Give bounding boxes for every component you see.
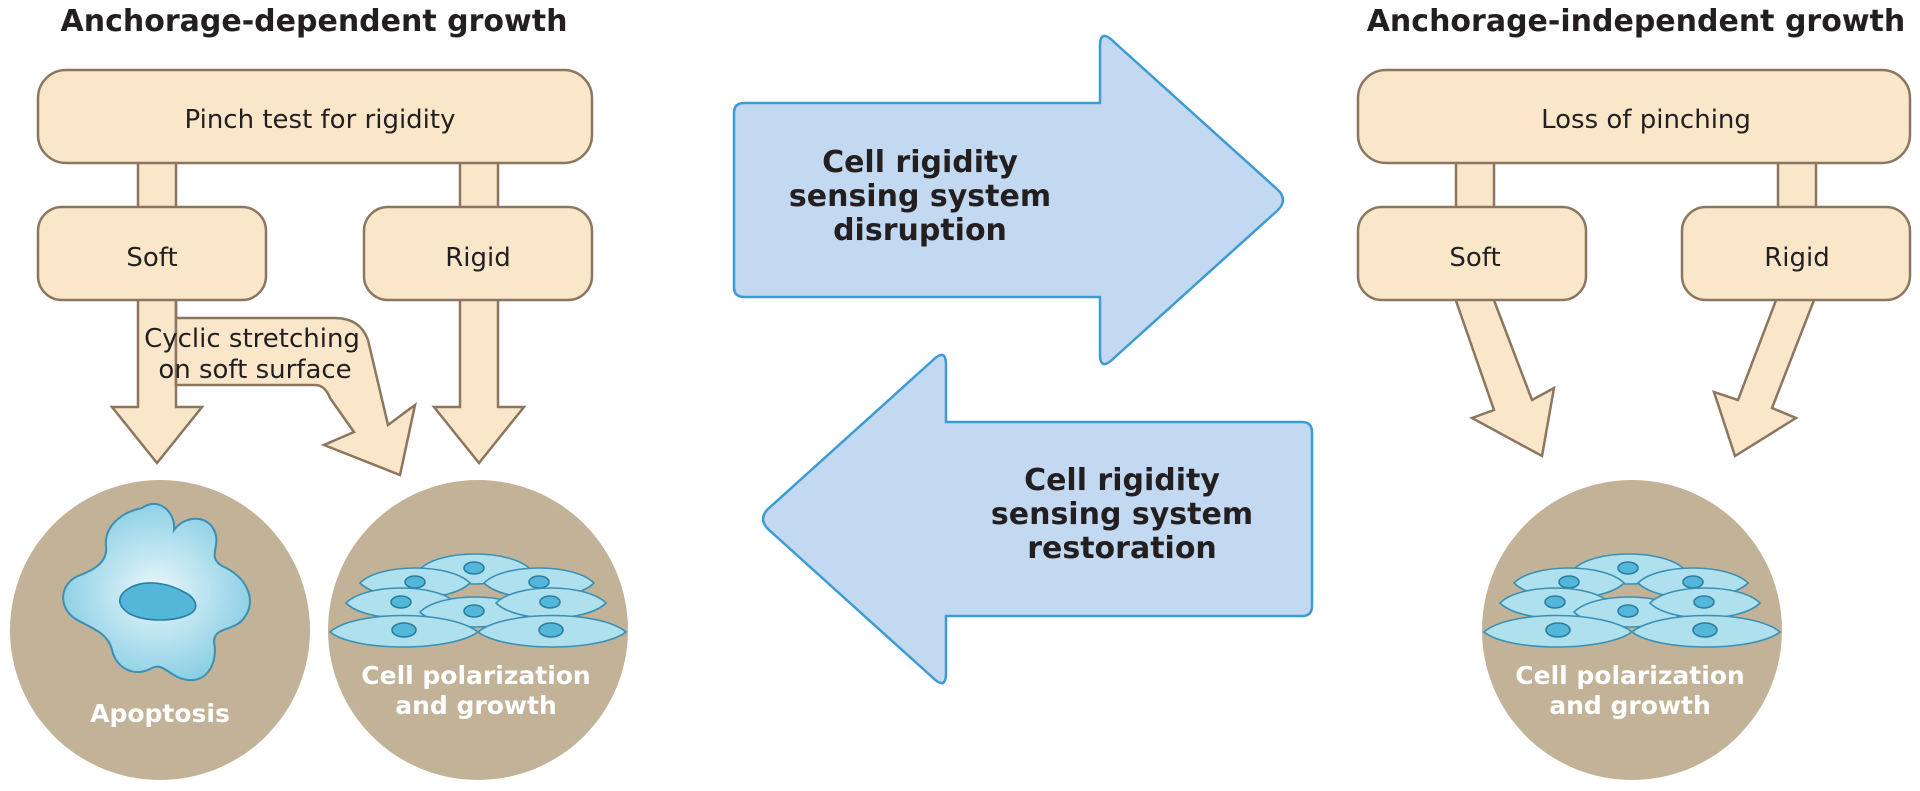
cell-layer-icon: [328, 553, 628, 648]
pinch-test-label: Pinch test for rigidity: [184, 105, 455, 135]
right-soft-box: [1356, 205, 1588, 302]
apoptosis-label: Apoptosis: [90, 699, 230, 728]
nucleus-icon: [1544, 595, 1566, 609]
nucleus-icon: [538, 622, 564, 638]
nucleus-icon: [539, 595, 561, 609]
right-soft-label: Soft: [1449, 243, 1500, 273]
left-growth-label-line1: Cell polarization: [361, 661, 590, 690]
pinch-test-box: [36, 68, 594, 165]
nucleus-icon: [1545, 622, 1571, 638]
right-growth-label-line2: and growth: [1549, 691, 1711, 720]
right-panel-title: Anchorage-independent growth: [1367, 4, 1906, 39]
stem-to-rigid: [458, 156, 500, 212]
left-growth-label-line2: and growth: [395, 691, 557, 720]
arrow-stretch-to-growth: [174, 295, 417, 477]
right-panel: Anchorage-independent growth Loss of pin…: [1356, 4, 1912, 780]
right-rigid-box: [1680, 205, 1912, 302]
right-stem-to-rigid: [1776, 156, 1818, 212]
nucleus-icon: [463, 604, 485, 618]
left-panel: Anchorage-dependent growth Pinch test fo…: [10, 4, 628, 780]
loss-of-pinching-box: [1356, 68, 1912, 165]
disruption-label-line2: sensing system: [789, 179, 1051, 214]
center-arrows: Cell rigidity sensing system disruption …: [732, 34, 1314, 685]
left-panel-title: Anchorage-dependent growth: [61, 4, 568, 39]
right-growth-circle: [1482, 480, 1782, 780]
rigid-box: [362, 205, 594, 302]
stem-to-soft: [136, 156, 178, 212]
right-stem-to-soft: [1454, 156, 1496, 212]
nucleus-icon: [528, 575, 550, 589]
right-arrow-soft-to-growth: [1452, 293, 1556, 458]
nucleus-icon: [1692, 622, 1718, 638]
nucleus-icon: [1617, 604, 1639, 618]
stretch-label-line1: Cyclic stretching: [144, 324, 360, 354]
nucleus-icon: [1617, 561, 1639, 575]
disruption-label-line1: Cell rigidity: [822, 145, 1018, 180]
restoration-arrow: [761, 353, 1314, 685]
apoptotic-nucleus-icon: [118, 582, 197, 621]
right-growth-label-line1: Cell polarization: [1515, 661, 1744, 690]
stretch-label-line2: on soft surface: [158, 355, 351, 385]
restoration-label-line3: restoration: [1027, 531, 1217, 566]
disruption-label-line3: disruption: [833, 213, 1007, 248]
soft-box: [36, 205, 268, 302]
nucleus-icon: [1558, 575, 1580, 589]
nucleus-icon: [1682, 575, 1704, 589]
loss-of-pinching-label: Loss of pinching: [1541, 105, 1751, 135]
restoration-label-line1: Cell rigidity: [1024, 463, 1220, 498]
nucleus-icon: [391, 622, 417, 638]
restoration-label-line2: sensing system: [991, 497, 1253, 532]
disruption-arrow: [732, 34, 1285, 366]
right-arrow-rigid-to-growth: [1712, 293, 1818, 458]
nucleus-icon: [404, 575, 426, 589]
soft-label: Soft: [126, 243, 177, 273]
left-growth-circle: [328, 480, 628, 780]
right-rigid-label: Rigid: [1764, 243, 1830, 273]
nucleus-icon: [463, 561, 485, 575]
right-cell-layer-icon: [1482, 553, 1782, 648]
nucleus-icon: [1693, 595, 1715, 609]
nucleus-icon: [390, 595, 412, 609]
rigid-label: Rigid: [445, 243, 511, 273]
arrow-rigid-to-growth: [431, 293, 527, 465]
